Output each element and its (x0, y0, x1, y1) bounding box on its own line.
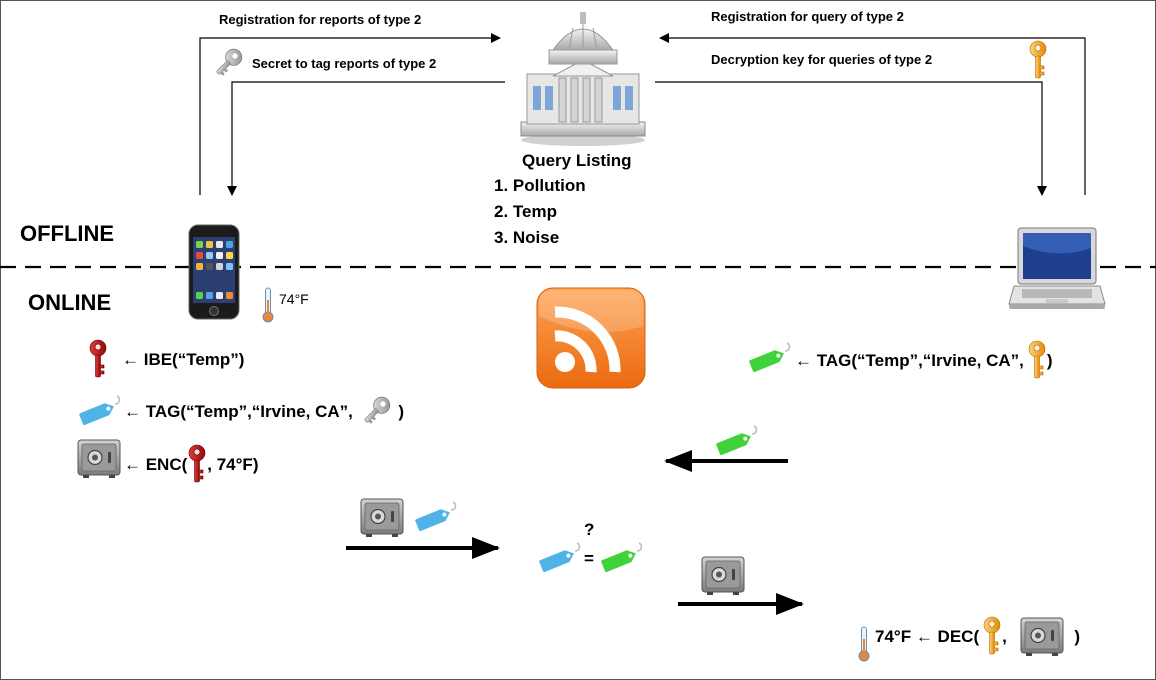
enc-step-text: ← ENC( (124, 455, 188, 474)
gold-key-icon (1028, 40, 1048, 80)
offline-label: OFFLINE (20, 221, 115, 246)
phone-temperature: 74°F (279, 291, 309, 307)
thermometer-icon (262, 287, 274, 323)
gold-key-icon (1027, 340, 1047, 380)
laptop-icon (1008, 227, 1106, 309)
safe-icon (701, 556, 745, 596)
decrypt-step: 74°F ← DEC(, ) (875, 627, 1080, 647)
ibe-step: ← IBE(“Temp”) (122, 350, 245, 369)
decrypt-comma: , (1002, 627, 1007, 646)
rss-icon (536, 287, 646, 389)
query-listing-item-temp: 2. Temp (494, 202, 557, 221)
query-listing-title: Query Listing (522, 151, 632, 170)
arrow-reg-query (659, 33, 1086, 195)
safe-icon (360, 498, 404, 538)
querier-tag-step: ← TAG(“Temp”,“Irvine, CA”,) (795, 351, 1053, 371)
querier-tag-text: ← TAG(“Temp”,“Irvine, CA”, (795, 351, 1024, 370)
green-tag-icon (600, 540, 644, 574)
flow-label-registration-reports: Registration for reports of type 2 (219, 12, 422, 27)
decrypt-op: ← DEC( (915, 627, 980, 646)
red-key-icon (88, 339, 108, 379)
building-icon (520, 12, 646, 146)
tag-step: ← TAG(“Temp”,“Irvine, CA”, ) (124, 402, 404, 422)
enc-step-value: , 74°F) (207, 455, 259, 474)
gold-key-icon (982, 616, 1002, 656)
decrypt-temp: 74°F (875, 627, 912, 646)
online-label: ONLINE (28, 290, 112, 315)
querier-tag-close: ) (1046, 351, 1053, 370)
query-listing-item-pollution: 1. Pollution (494, 176, 586, 195)
match-question: ? (584, 520, 595, 539)
tag-step-text: ← TAG(“Temp”,“Irvine, CA”, (124, 402, 353, 421)
arrow-reg-reports (199, 33, 501, 195)
blue-tag-icon (414, 499, 458, 533)
gray-key-icon (358, 393, 394, 429)
arrow-decryption-key (655, 81, 1047, 196)
flow-label-secret-tag: Secret to tag reports of type 2 (252, 56, 437, 71)
phone-icon (188, 224, 240, 320)
green-tag-icon (715, 423, 759, 457)
query-listing-item-noise: 3. Noise (494, 228, 560, 247)
blue-tag-icon (78, 393, 122, 427)
flow-label-decryption-key: Decryption key for queries of type 2 (711, 52, 933, 67)
safe-icon (77, 439, 121, 479)
decrypt-close: ) (1074, 627, 1080, 646)
flow-label-registration-query: Registration for query of type 2 (711, 9, 904, 24)
enc-step: ← ENC( , 74°F) (124, 455, 258, 475)
arrow-secret-tag (227, 81, 505, 196)
green-tag-icon (748, 340, 792, 374)
thermometer-icon (858, 626, 870, 662)
red-key-icon (187, 444, 207, 484)
safe-icon (1020, 617, 1064, 657)
match-equals: = (584, 549, 594, 568)
gray-key-icon (210, 45, 246, 81)
tag-step-close: ) (398, 402, 405, 421)
blue-tag-icon (538, 540, 582, 574)
